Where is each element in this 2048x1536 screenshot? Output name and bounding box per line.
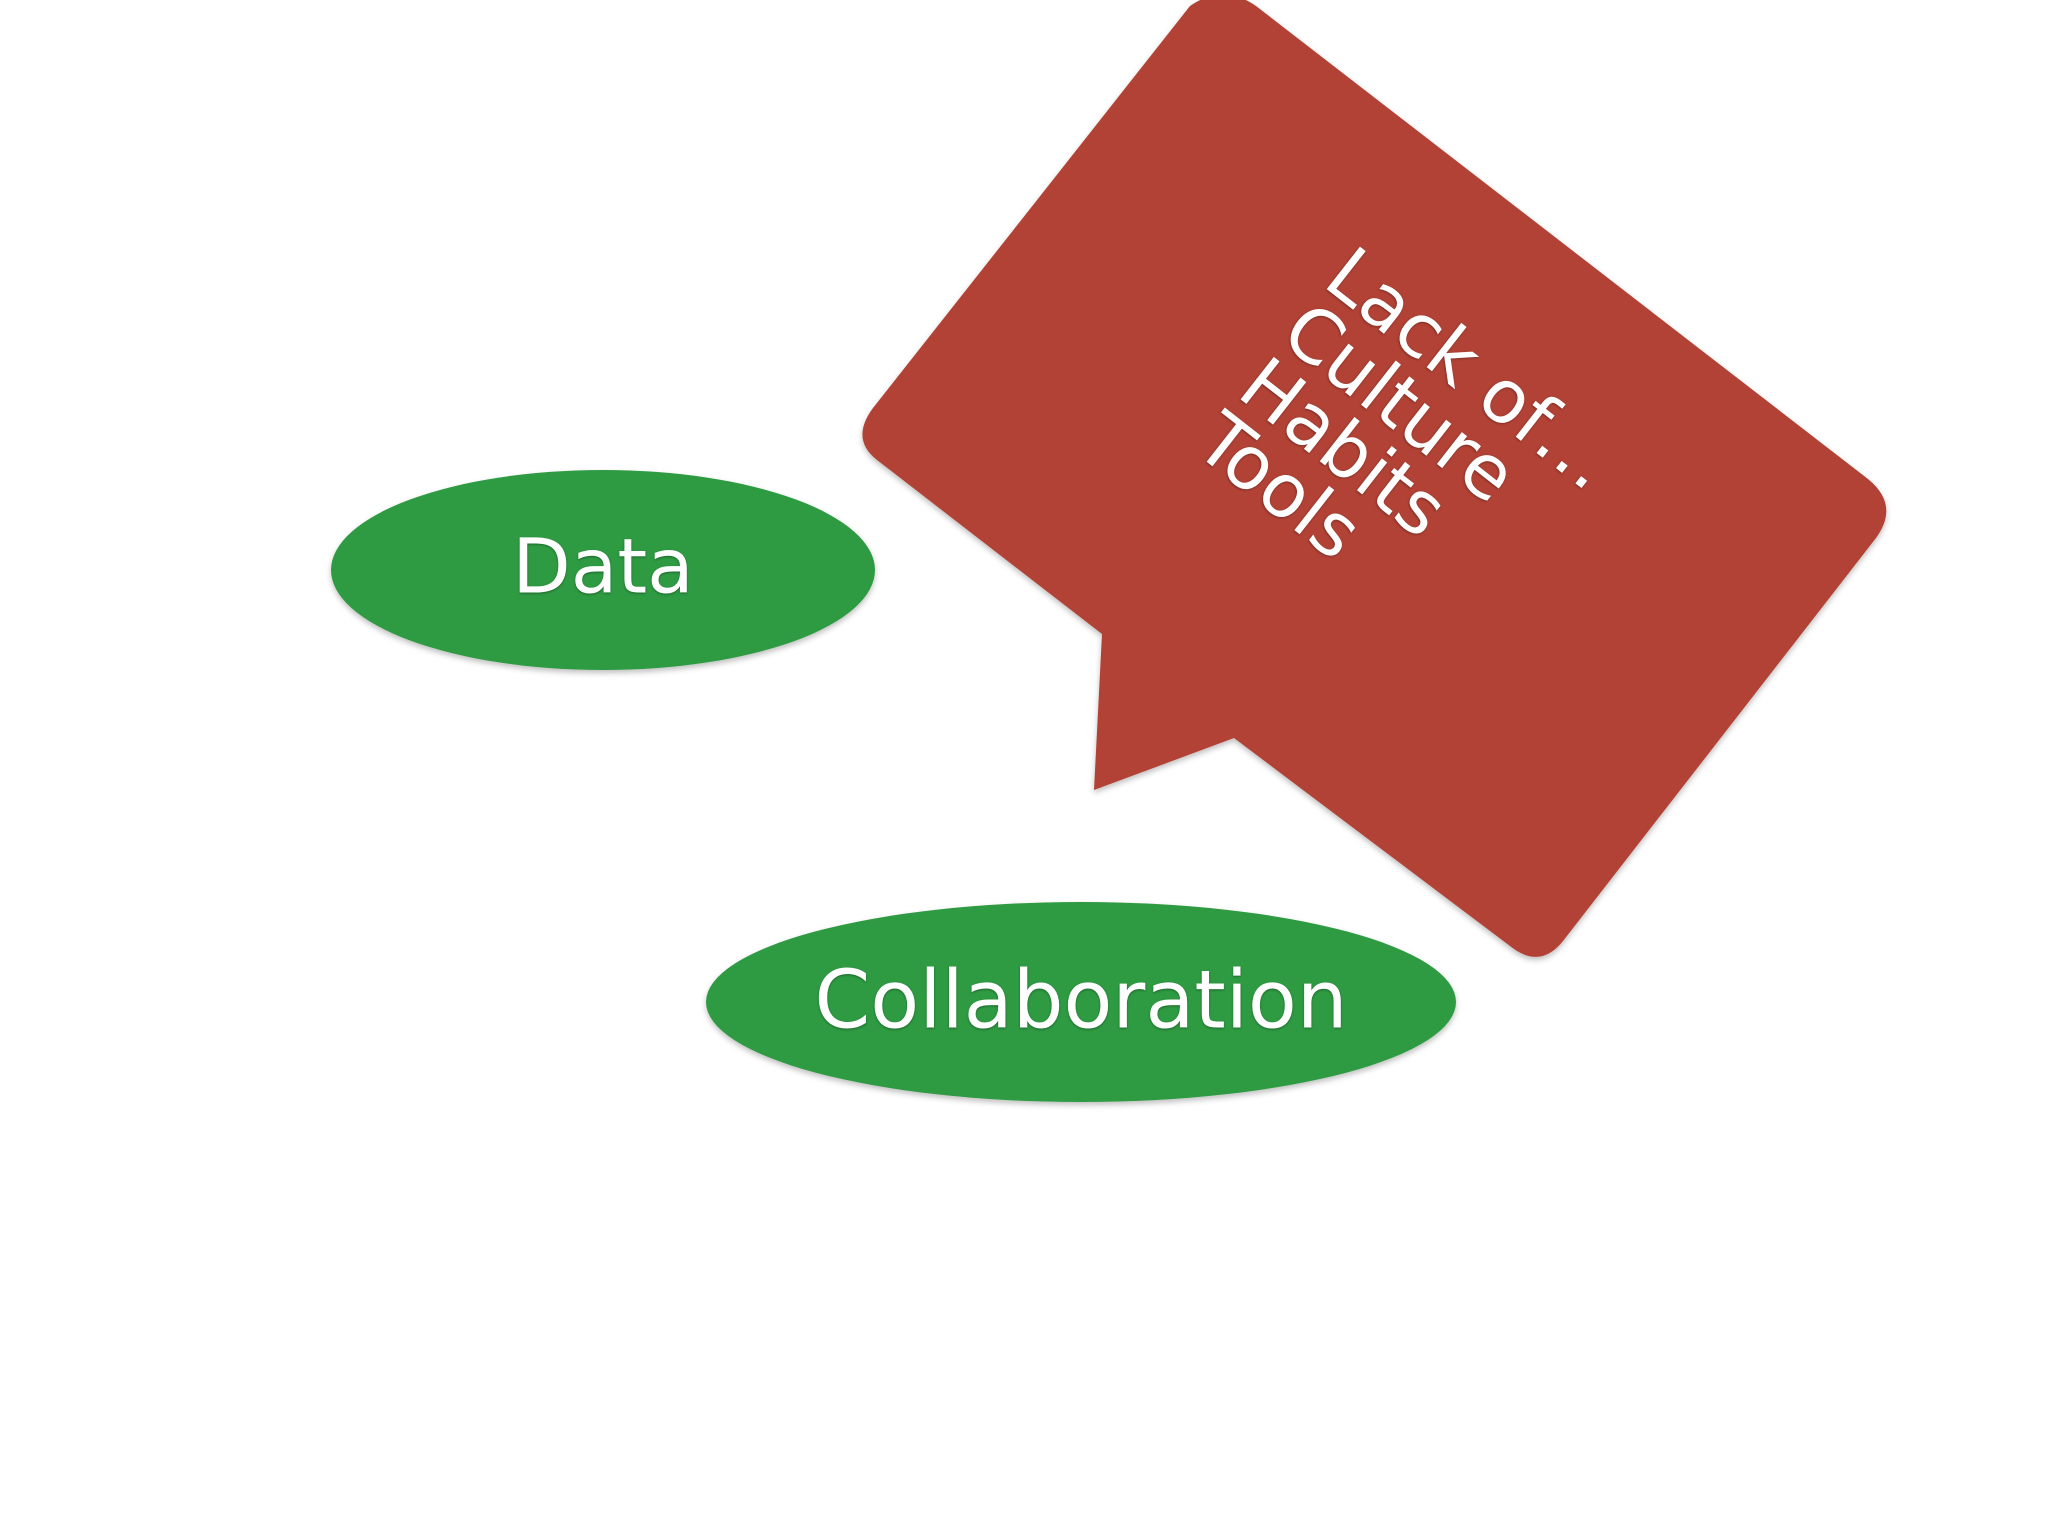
speech-bubble-shape xyxy=(862,0,1887,957)
collaboration-label: Collaboration xyxy=(814,953,1348,1047)
data-ellipse xyxy=(331,470,875,670)
collaboration-ellipse xyxy=(706,902,1456,1102)
data-label: Data xyxy=(512,521,694,611)
